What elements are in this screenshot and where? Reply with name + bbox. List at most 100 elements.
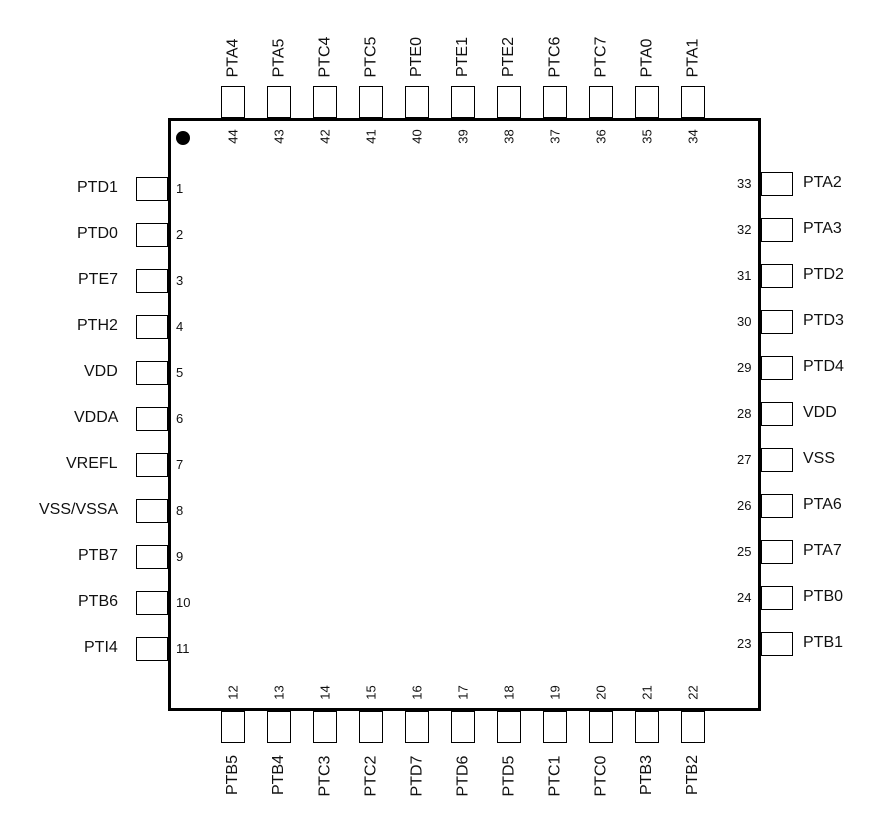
- pin-number: 10: [176, 595, 191, 610]
- pin-pad: [761, 356, 793, 380]
- pin-name: PTA2: [803, 174, 842, 191]
- pin-name: PTC2: [361, 755, 379, 796]
- pin-pad: [761, 264, 793, 288]
- pin-pad: [136, 591, 168, 615]
- pin-name: PTA5: [269, 38, 287, 77]
- pin1-indicator-dot: [176, 131, 190, 145]
- pin-name: PTA1: [683, 38, 701, 77]
- pin-name: PTD5: [499, 755, 517, 796]
- pin-name: PTC6: [545, 36, 563, 77]
- pin-number: 22: [685, 684, 701, 700]
- pin-name: PTC5: [361, 36, 379, 77]
- pin-name: PTE7: [78, 271, 119, 288]
- pin-name: PTA3: [803, 220, 842, 237]
- pin-pad: [451, 86, 475, 118]
- pin-number: 32: [737, 222, 752, 237]
- pin-pad: [359, 711, 383, 743]
- pin-name: PTB0: [803, 588, 844, 605]
- pin-pad: [267, 86, 291, 118]
- pin-pad: [761, 402, 793, 426]
- pin-name: VSS/VSSA: [39, 501, 119, 518]
- pin-pad: [136, 269, 168, 293]
- pin-pad: [543, 86, 567, 118]
- pin-name: PTB1: [803, 634, 844, 651]
- pin-number: 4: [176, 319, 184, 334]
- pin-pad: [221, 711, 245, 743]
- pin-pad: [313, 86, 337, 118]
- pin-pad: [635, 86, 659, 118]
- pin-pad: [543, 711, 567, 743]
- pin-pad: [681, 86, 705, 118]
- pin-name: PTA6: [803, 496, 842, 513]
- pin-name: PTD6: [453, 755, 471, 796]
- pin-pad: [136, 361, 168, 385]
- pin-number: 29: [737, 360, 752, 375]
- pin-number: 33: [737, 176, 752, 191]
- pin-name: PTA0: [637, 38, 655, 77]
- pin-number: 37: [547, 128, 563, 144]
- chip-package-body: [168, 118, 761, 711]
- pin-number: 16: [409, 684, 425, 700]
- pin-pad: [136, 223, 168, 247]
- pin-pad: [635, 711, 659, 743]
- pin-pad: [761, 448, 793, 472]
- pin-name: PTA7: [803, 542, 842, 559]
- pin-name: PTA4: [223, 38, 241, 77]
- pin-name: PTI4: [84, 639, 118, 656]
- pin-pad: [761, 218, 793, 242]
- pin-number: 40: [409, 128, 425, 144]
- pin-number: 20: [593, 684, 609, 700]
- pin-pad: [136, 545, 168, 569]
- pin-name: PTD3: [803, 312, 844, 329]
- pin-name: PTB5: [224, 754, 242, 796]
- pin-name: PTB2: [684, 754, 702, 796]
- pin-number: 39: [455, 128, 471, 144]
- pin-name: PTD0: [77, 225, 118, 242]
- pin-pad: [313, 711, 337, 743]
- pin-pad: [267, 711, 291, 743]
- pin-pad: [136, 315, 168, 339]
- pin-number: 23: [737, 636, 752, 651]
- pin-number: 30: [737, 314, 752, 329]
- pin-number: 13: [271, 684, 287, 700]
- pin-pad: [497, 711, 521, 743]
- pin-name: VDDA: [74, 409, 119, 426]
- pin-number: 24: [737, 590, 752, 605]
- pin-pad: [761, 632, 793, 656]
- pin-pad: [761, 540, 793, 564]
- pin-name: PTH2: [77, 317, 118, 334]
- pin-number: 15: [363, 684, 379, 700]
- pin-name: PTD4: [803, 358, 844, 375]
- pin-pad: [405, 711, 429, 743]
- pin-name: PTC1: [545, 755, 563, 796]
- pin-number: 2: [176, 227, 184, 242]
- pin-number: 5: [176, 365, 184, 380]
- pin-name: PTB4: [270, 754, 288, 796]
- pin-number: 34: [685, 128, 701, 144]
- pin-number: 6: [176, 411, 184, 426]
- pin-name: PTB6: [78, 593, 119, 610]
- pin-name: VREFL: [66, 455, 118, 472]
- pin-pad: [681, 711, 705, 743]
- pin-pad: [136, 177, 168, 201]
- pin-pad: [451, 711, 475, 743]
- pin-name: PTB7: [78, 547, 119, 564]
- pin-name: PTD1: [77, 179, 118, 196]
- pin-pad: [136, 499, 168, 523]
- pin-number: 18: [501, 684, 517, 700]
- pin-number: 42: [317, 128, 333, 144]
- pin-number: 3: [176, 273, 184, 288]
- pin-name: VDD: [803, 404, 837, 421]
- pin-number: 19: [547, 684, 563, 700]
- pin-pad: [589, 711, 613, 743]
- pin-number: 26: [737, 498, 752, 513]
- pin-name: PTE1: [454, 36, 472, 78]
- pin-pad: [359, 86, 383, 118]
- pin-number: 12: [225, 684, 241, 700]
- pin-pad: [761, 586, 793, 610]
- pin-number: 43: [271, 128, 287, 144]
- pin-pad: [497, 86, 521, 118]
- pin-pad: [136, 637, 168, 661]
- pin-name: PTB3: [638, 754, 656, 796]
